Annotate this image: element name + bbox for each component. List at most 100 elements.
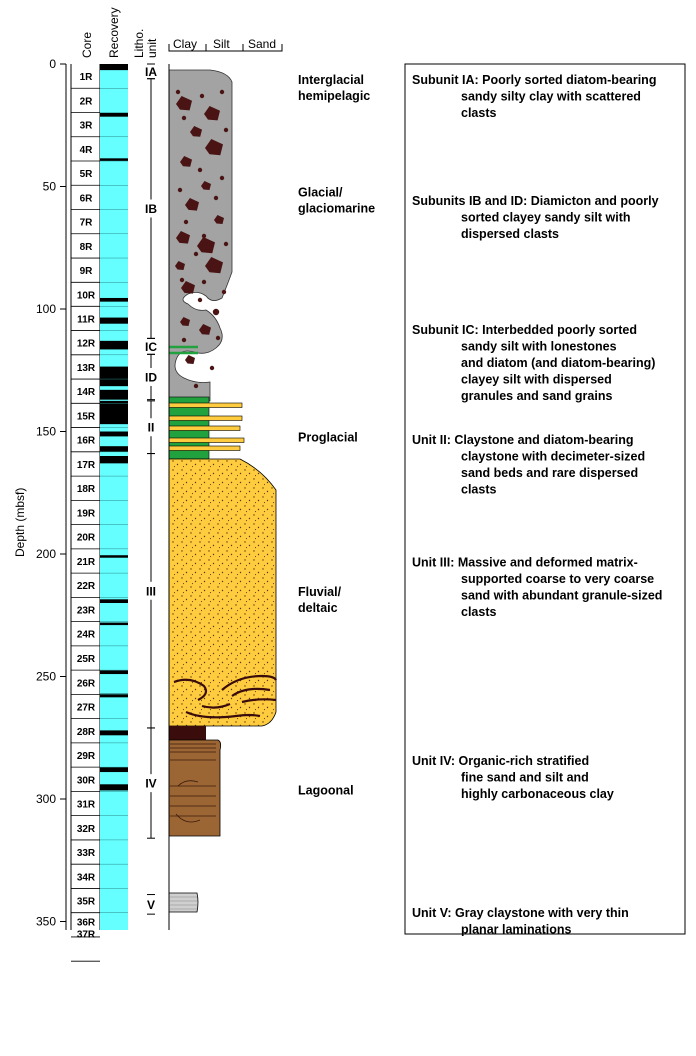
recovery-gap: [100, 456, 128, 464]
unit-description-line: Subunit IC: Interbedded poorly sorted: [412, 323, 637, 337]
depth-tick-label: 200: [36, 547, 56, 561]
core-label: 25R: [77, 654, 96, 665]
clast: [205, 257, 223, 274]
recovery-gap: [100, 113, 128, 117]
core-label: 33R: [77, 848, 96, 859]
core-label: 12R: [77, 339, 96, 350]
clast: [215, 335, 221, 341]
clast: [197, 237, 215, 254]
unit-description-line: sorted clayey sandy silt with: [461, 211, 631, 225]
recovery-column: [100, 64, 128, 930]
clast: [181, 337, 187, 343]
core-label: 31R: [77, 800, 96, 811]
core-label: 34R: [77, 872, 96, 883]
core-label: 24R: [77, 630, 96, 641]
core-label: 36R: [77, 917, 96, 928]
core-label: 22R: [77, 581, 96, 592]
clast: [176, 96, 192, 111]
depth-tick-label: 0: [49, 57, 56, 71]
core-label: 15R: [77, 411, 96, 422]
recovery-gap: [100, 622, 128, 626]
environment-label: hemipelagic: [298, 89, 370, 103]
recovery-gap: [100, 366, 128, 387]
unit-iv-cross-lamina: [175, 813, 201, 823]
unit-iii-deformation-fold: [241, 698, 277, 704]
unit-description-line: Subunits IB and ID: Diamicton and poorly: [412, 194, 659, 208]
clast: [199, 324, 211, 335]
core-column: 1R2R3R4R5R6R7R8R9R10R11R12R13R14R15R16R1…: [70, 64, 101, 962]
unit-iv-cross-lamina: [177, 780, 199, 787]
core-label: 3R: [80, 121, 94, 132]
unit-description-line: sand with abundant granule-sized: [461, 589, 662, 603]
depth-tick-label: 250: [36, 670, 56, 684]
grain-size-header-clay: Clay: [173, 37, 197, 51]
recovery-gap: [100, 64, 128, 71]
clast: [175, 261, 185, 270]
clast: [197, 167, 203, 173]
litho-unit-label: IA: [145, 65, 157, 79]
recovery-gap: [100, 446, 128, 452]
clast: [180, 317, 190, 326]
core-label: 11R: [77, 314, 96, 325]
core-label: 18R: [77, 484, 96, 495]
unit-ii-sand-bed: [168, 425, 241, 431]
clast: [177, 187, 183, 193]
unit-ii-sand-bed: [168, 437, 245, 443]
depth-tick-label: 150: [36, 425, 56, 439]
core-label: 26R: [77, 678, 96, 689]
recovery-gap: [100, 784, 128, 791]
litho-unit-label: II: [148, 421, 155, 435]
unit-description-line: clasts: [461, 483, 496, 497]
recovery-gap: [100, 400, 128, 425]
core-label: 5R: [80, 169, 94, 180]
core-label: 28R: [77, 727, 96, 738]
unit-description-line: sandy silt with lonestones: [461, 339, 617, 353]
unit-v-gray-claystone: [168, 892, 199, 913]
recovery-gap: [100, 555, 128, 558]
core-label: 19R: [77, 508, 96, 519]
recovery-gap: [100, 317, 128, 324]
clast: [209, 365, 215, 371]
recovery-gap: [100, 670, 128, 675]
environment-label: Fluvial/: [298, 585, 342, 599]
unit-description-line: claystone with decimeter-sized: [461, 450, 645, 464]
litho-unit-header-line1: Litho.: [132, 29, 146, 58]
litho-unit-label: ID: [145, 370, 157, 384]
core-label: 23R: [77, 605, 96, 616]
clast: [185, 355, 195, 364]
unit-ii-sand-bed: [168, 402, 243, 408]
clast: [179, 277, 185, 283]
litho-unit-label: IB: [145, 202, 157, 216]
unit-description-line: clayey silt with dispersed: [461, 372, 612, 386]
core-label: 8R: [80, 242, 94, 253]
environment-label: glaciomarine: [298, 202, 375, 216]
unit-iii-deformation-fold: [201, 702, 231, 709]
recovery-gap: [100, 730, 128, 736]
recovery-gap: [100, 767, 128, 773]
litho-unit-label: III: [146, 584, 156, 598]
unit-iv-lagoonal: [168, 739, 222, 837]
depth-axis-label: Depth (mbsf): [13, 488, 27, 557]
unit-description-line: Unit V: Gray claystone with very thin: [412, 906, 629, 920]
clast: [201, 181, 211, 190]
environment-label: deltaic: [298, 601, 338, 615]
core-label: 13R: [77, 363, 96, 374]
unit-description-line: supported coarse to very coarse: [461, 572, 654, 586]
core-label: 29R: [77, 751, 96, 762]
litho-unit-label: IC: [145, 340, 157, 354]
clast: [193, 383, 199, 389]
clast: [213, 195, 219, 201]
core-label: 10R: [77, 290, 96, 301]
core-label: 27R: [77, 703, 96, 714]
clast: [199, 93, 205, 99]
description-box: [404, 63, 686, 935]
unit-ii-sand-bed: [168, 445, 241, 451]
unit-description-line: and diatom (and diatom-bearing): [461, 356, 655, 370]
clast: [175, 89, 181, 95]
clast: [201, 233, 207, 239]
core-label: 6R: [80, 193, 94, 204]
unit-description-line: clasts: [461, 106, 496, 120]
unit-iii-deformation-fold: [221, 674, 277, 691]
